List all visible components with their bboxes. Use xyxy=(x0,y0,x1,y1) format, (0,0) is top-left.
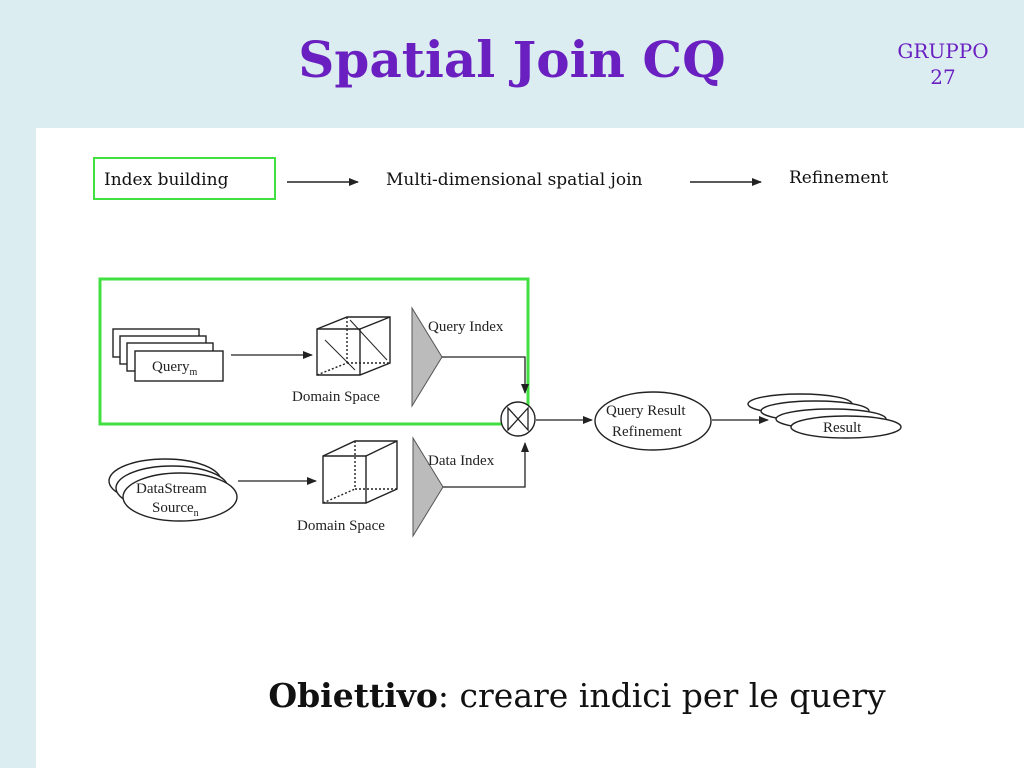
refinement-label-line1: Query Result xyxy=(606,403,686,419)
flow-step-refinement: Refinement xyxy=(789,168,889,188)
flow-step-spatial-join: Multi-dimensional spatial join xyxy=(386,170,643,190)
result-stack xyxy=(747,393,902,439)
domain-space-cube-top xyxy=(316,316,391,376)
domain-space-cube-bottom xyxy=(322,440,398,504)
group-label: GRUPPO xyxy=(897,39,989,63)
domain-space-bottom-label: Domain Space xyxy=(297,518,385,534)
datastream-label-line1: DataStream xyxy=(136,481,207,497)
datastream-stack xyxy=(108,458,238,522)
query-index-triangle xyxy=(411,306,443,408)
refinement-label-line2: Refinement xyxy=(612,424,683,440)
goal-text: : creare indici per le query xyxy=(437,676,886,715)
goal-statement: Obiettivo: creare indici per le query xyxy=(0,676,1024,715)
join-operator xyxy=(500,401,536,437)
query-stack xyxy=(112,328,224,382)
group-badge: GRUPPO 27 xyxy=(880,38,1006,90)
data-index-label: Data Index xyxy=(428,453,495,469)
datastream-label-line2: Sourcen xyxy=(152,500,199,519)
query-index-label: Query Index xyxy=(428,319,504,335)
domain-space-top-label: Domain Space xyxy=(292,389,380,405)
slide-content-area xyxy=(36,128,1024,768)
result-label: Result xyxy=(823,420,862,436)
goal-label: Obiettivo xyxy=(268,676,438,715)
slide-title: Spatial Join CQ xyxy=(298,30,726,89)
group-number: 27 xyxy=(930,65,956,89)
data-index-connector xyxy=(443,442,529,488)
index-building-highlight-box xyxy=(93,157,276,200)
flow-step-index-building: Index building xyxy=(104,170,229,190)
query-label: Querym xyxy=(152,359,198,378)
query-index-connector xyxy=(442,356,529,394)
query-index-highlight-box xyxy=(98,277,530,426)
data-index-triangle xyxy=(412,436,444,538)
refinement-ellipse xyxy=(594,391,712,451)
